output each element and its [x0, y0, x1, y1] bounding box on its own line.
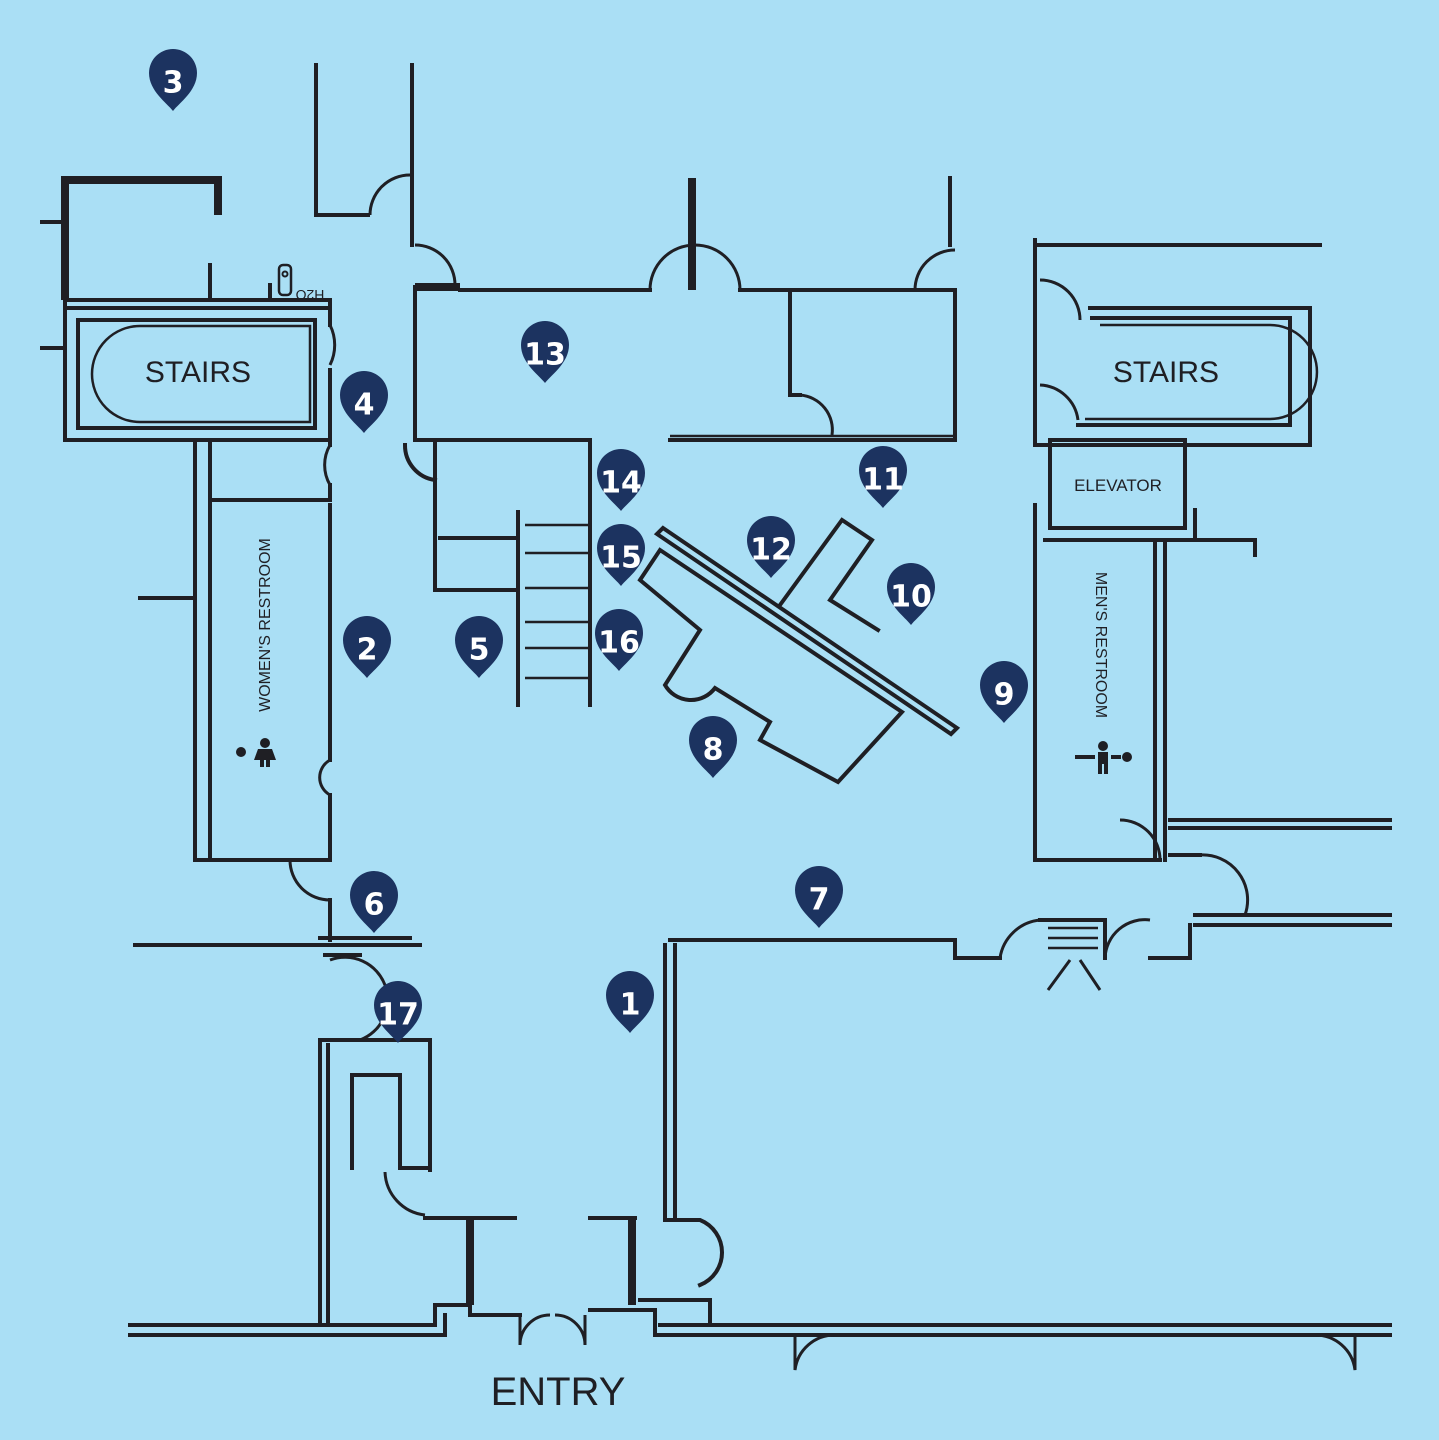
map-pin-icon-9[interactable]: 9 [980, 661, 1028, 723]
map-pin-icon-17[interactable]: 17 [374, 981, 422, 1043]
elevator-label: ELEVATOR [1074, 476, 1162, 495]
pin-number-2: 2 [357, 633, 378, 668]
pin-number-5: 5 [469, 633, 490, 668]
map-pin-icon-3[interactable]: 3 [149, 49, 197, 111]
map-pin-icon-16[interactable]: 16 [595, 609, 643, 671]
pin-number-6: 6 [364, 888, 385, 923]
pin-number-10: 10 [890, 580, 932, 615]
pin-number-17: 17 [377, 998, 419, 1033]
entry-label: ENTRY [491, 1370, 626, 1414]
pin-number-3: 3 [163, 66, 184, 101]
womens-restroom-label: WOMEN'S RESTROOM [257, 538, 274, 712]
map-pin-icon-10[interactable]: 10 [887, 563, 935, 625]
pin-number-15: 15 [600, 541, 642, 576]
walls [40, 63, 1392, 1371]
map-pin-icon-11[interactable]: 11 [859, 446, 907, 508]
map-pin-icon-8[interactable]: 8 [689, 716, 737, 778]
pin-number-7: 7 [809, 883, 830, 918]
water-fountain-icon [277, 263, 293, 297]
map-pin-icon-15[interactable]: 15 [597, 524, 645, 586]
map-pin-icon-1[interactable]: 1 [606, 971, 654, 1033]
stairs-right-label: STAIRS [1113, 356, 1219, 389]
pin-number-1: 1 [620, 988, 641, 1023]
pin-number-12: 12 [750, 533, 792, 568]
map-pin-icon-13[interactable]: 13 [521, 321, 569, 383]
map-pin-icon-6[interactable]: 6 [350, 871, 398, 933]
water-fountain-label: H2O [296, 287, 325, 303]
map-pin-icon-12[interactable]: 12 [747, 516, 795, 578]
pin-number-16: 16 [598, 626, 640, 661]
woman-restroom-icon [236, 738, 276, 767]
pin-number-13: 13 [524, 338, 566, 373]
map-pin-icon-14[interactable]: 14 [597, 449, 645, 511]
pin-number-4: 4 [354, 388, 375, 423]
mens-restroom-label: MEN'S RESTROOM [1092, 572, 1109, 718]
man-restroom-icon [1075, 741, 1132, 774]
pin-number-9: 9 [994, 678, 1015, 713]
map-pin-icon-5[interactable]: 5 [455, 616, 503, 678]
pin-number-11: 11 [862, 463, 904, 498]
pin-number-14: 14 [600, 466, 642, 501]
map-pin-icon-4[interactable]: 4 [340, 371, 388, 433]
pin-number-8: 8 [703, 733, 724, 768]
map-pin-icon-2[interactable]: 2 [343, 616, 391, 678]
map-pin-icon-7[interactable]: 7 [795, 866, 843, 928]
stairs-left-label: STAIRS [145, 356, 251, 389]
